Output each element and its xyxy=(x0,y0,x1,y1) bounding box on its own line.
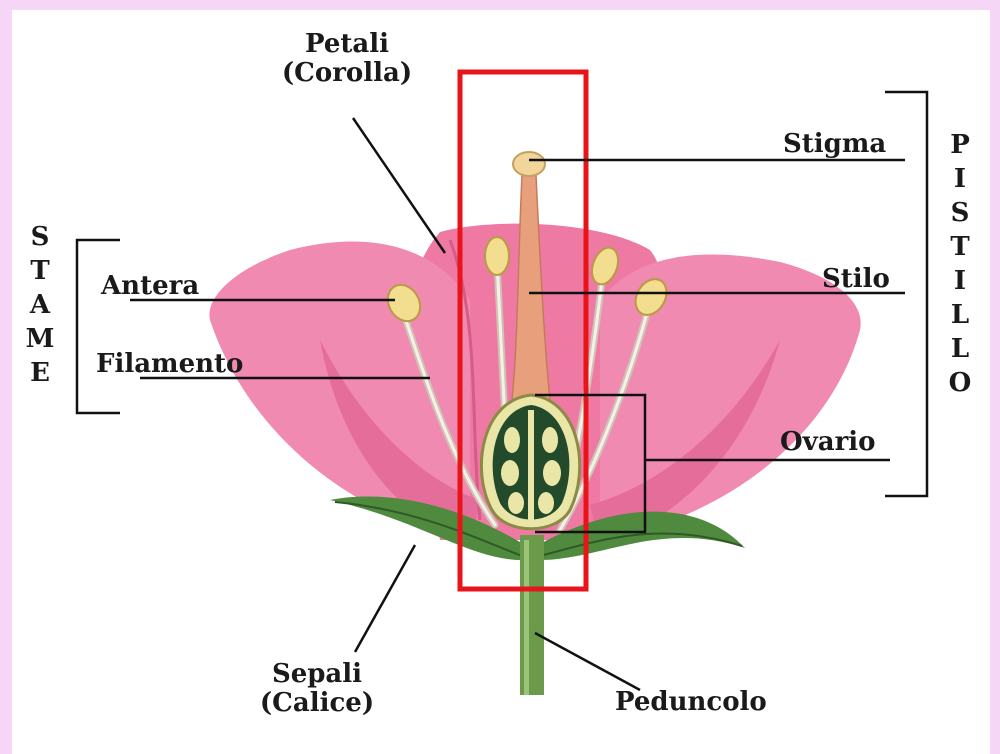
stame-letter: M xyxy=(22,322,58,356)
label-antera: Antera xyxy=(101,272,199,301)
label-filamento: Filamento xyxy=(96,350,243,379)
diagram-canvas: Petali (Corolla) Stigma Stilo Ovario Ant… xyxy=(12,10,990,754)
stigma-shape xyxy=(513,152,545,176)
line-peduncolo xyxy=(535,633,640,690)
pistillo-letter: S xyxy=(942,196,978,230)
group-label-stame: S T A M E xyxy=(22,220,58,390)
label-petali-line2: (Corolla) xyxy=(282,58,412,88)
pistillo-letter: I xyxy=(942,264,978,298)
bracket-stame xyxy=(77,240,120,413)
label-stigma: Stigma xyxy=(783,130,886,159)
pistillo-letter: L xyxy=(942,332,978,366)
pistillo-letter: O xyxy=(942,366,978,400)
label-ovario: Ovario xyxy=(780,428,876,457)
stame-letter: A xyxy=(22,288,58,322)
flower-diagram xyxy=(12,10,990,754)
pistillo-letter: T xyxy=(942,230,978,264)
pistillo-letter: P xyxy=(942,128,978,162)
label-petali-line1: Petali xyxy=(305,29,389,59)
label-sepali: Sepali (Calice) xyxy=(242,660,392,717)
label-peduncolo: Peduncolo xyxy=(615,688,767,717)
label-sepali-line2: (Calice) xyxy=(260,688,374,718)
pistillo-letter: I xyxy=(942,162,978,196)
stame-letter: T xyxy=(22,254,58,288)
pistillo-letter: L xyxy=(942,298,978,332)
line-petali xyxy=(353,118,445,253)
stem-peduncle xyxy=(520,535,544,695)
stame-letter: S xyxy=(22,220,58,254)
line-sepali xyxy=(355,545,415,652)
stame-letter: E xyxy=(22,356,58,390)
label-stilo: Stilo xyxy=(822,265,890,294)
label-sepali-line1: Sepali xyxy=(272,659,362,689)
group-label-pistillo: P I S T I L L O xyxy=(942,128,978,400)
label-petali: Petali (Corolla) xyxy=(272,30,422,87)
